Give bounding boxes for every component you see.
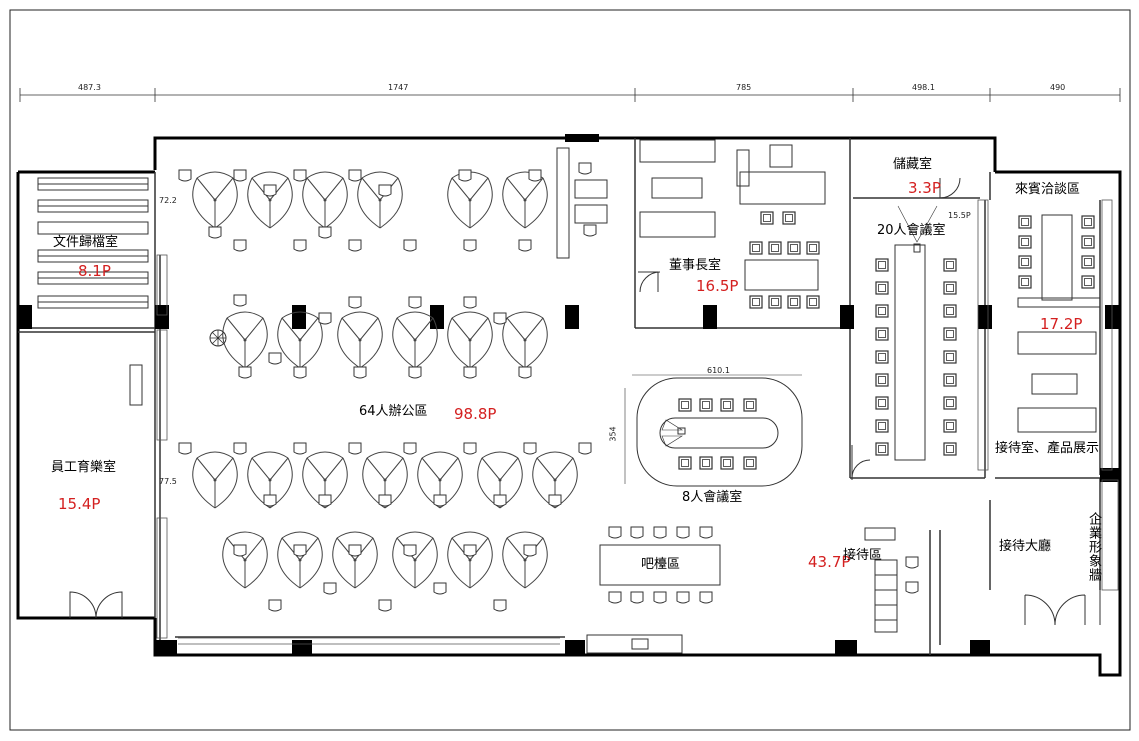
guest-area-label: 來賓洽談區 [1015,182,1081,197]
dimension-line [19,88,1121,102]
window-strips [156,199,1119,645]
dimension-text-1: 487.3 [78,83,101,92]
office-upper-workstations [178,147,608,259]
chairman-room-area: 16.5P [696,277,739,295]
archive-shelves [37,177,149,309]
conf8-room-label: 8人會議室 [682,490,743,505]
recreation-doors [69,364,143,619]
dimension-text-4: 498.1 [912,83,935,92]
storage-door [851,177,961,480]
bar-area-label: 吧檯區 [641,557,681,572]
chairman-room-label: 董事長室 [669,258,722,273]
dimension-text-3: 785 [736,83,752,92]
reception-counter [864,527,898,633]
guest-area-area: 17.2P [1040,315,1083,333]
archive-room-label: 文件歸檔室 [53,235,119,250]
office-middle-workstations [209,294,548,379]
conf20-room-label: 20人會議室 [877,223,946,238]
chairman-furniture [638,139,826,293]
conf8-height-text: 354 [608,426,618,442]
recreation-room-area: 15.4P [58,495,101,513]
conf8-width-text: 610.1 [707,366,730,375]
dimension-text-5: 490 [1050,83,1066,92]
storage-room-area: 3.3P [908,179,941,197]
recreation-room-label: 員工育樂室 [51,460,117,475]
office64-label: 64人辦公區 [359,404,428,419]
conf20-furniture [894,205,938,461]
corporate-wall-label: 企業形象牆 [1086,512,1101,582]
lobby-door [1024,590,1101,626]
interior-walls [18,138,1101,655]
reception-display-label: 接待室、產品展示 [995,441,1100,456]
dimension-text-2: 1747 [388,83,409,92]
office-lower-workstations [178,442,592,612]
archive-room-area: 8.1P [78,262,111,280]
left-upper-offset-text: 72.2 [159,196,177,205]
conf20-seats [875,258,957,456]
office64-area: 98.8P [454,405,497,423]
guest-furniture [1017,214,1101,433]
conf20-small-text: 15.5P [948,211,971,220]
guest-seats [1018,215,1095,289]
bar-furniture [586,544,721,654]
conf8-seats [678,398,757,470]
storage-room-label: 儲藏室 [893,157,933,172]
conf8-furniture [624,374,803,487]
left-lower-offset-text: 77.5 [159,477,177,486]
sheet-border [9,9,1131,731]
reception-area-label: 接待區 [843,548,883,563]
lobby-label: 接待大廳 [999,539,1052,554]
reception-area-area: 43.7P [808,553,851,571]
reception-seats [905,556,919,594]
